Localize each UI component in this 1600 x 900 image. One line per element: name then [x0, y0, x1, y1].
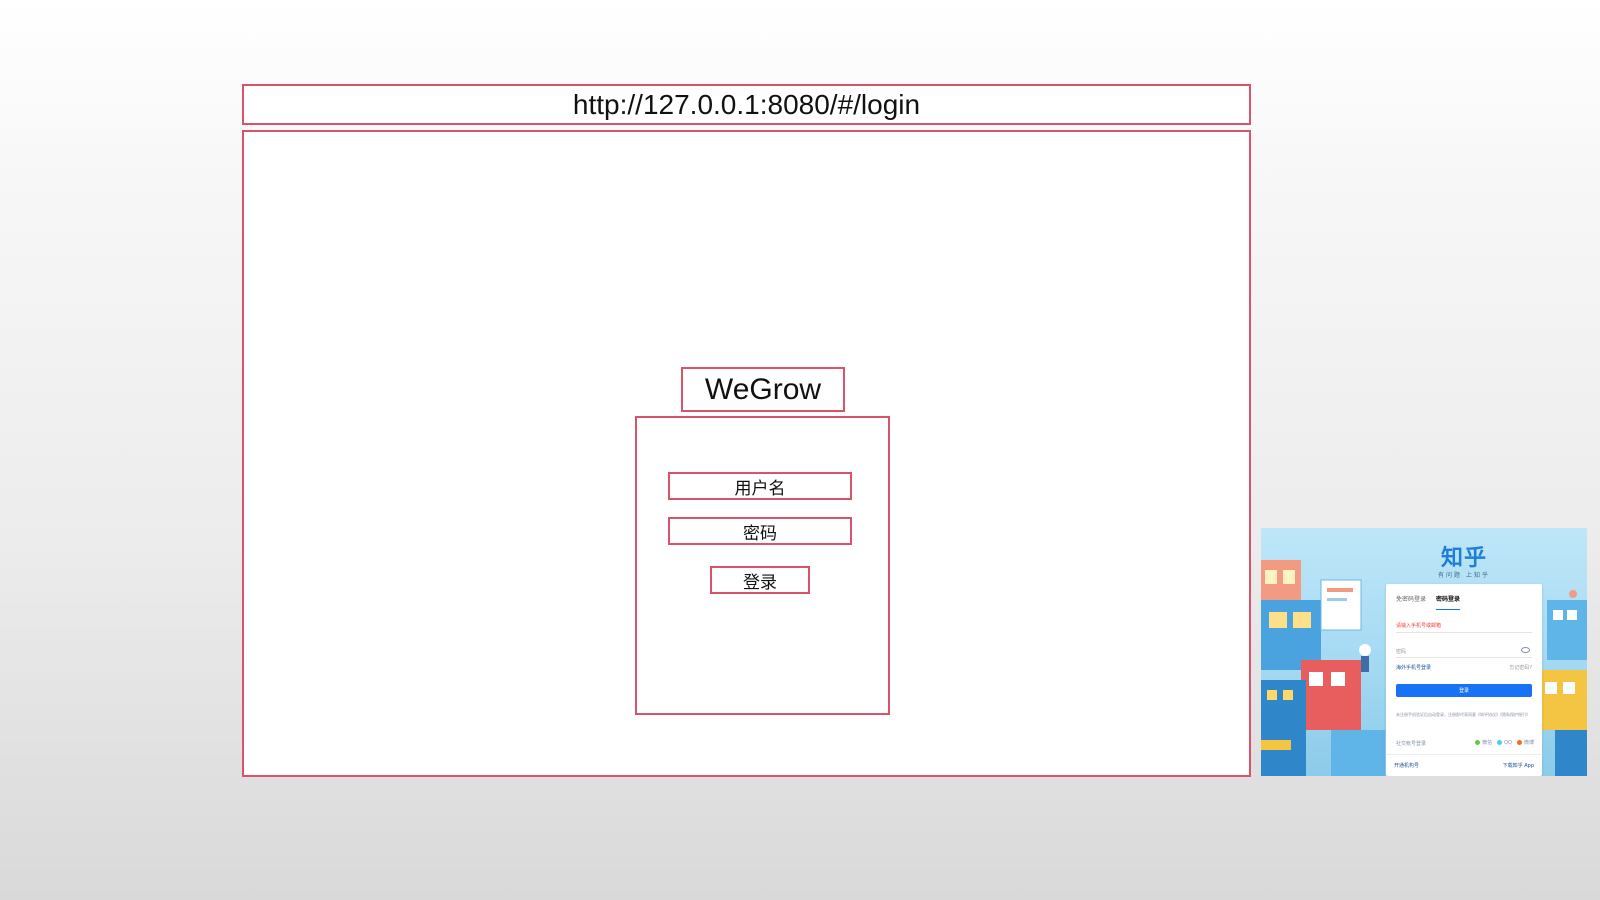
weibo-icon [1516, 740, 1522, 745]
reference-tabs: 免密码登录 密码登录 [1396, 594, 1461, 610]
reference-footer-left: 开通机构号 [1394, 763, 1420, 769]
qq-label: QQ [1504, 739, 1512, 746]
zhihu-slogan: 有问题 上知乎 [1438, 572, 1490, 579]
password-label: 密码 [743, 523, 777, 544]
wechat-option: 微信 [1475, 739, 1492, 746]
weibo-label: 微博 [1523, 740, 1534, 746]
wechat-label: 微信 [1482, 740, 1493, 746]
url-text: http://127.0.0.1:8080/#/login [572, 88, 921, 120]
reference-login-button-label: 登录 [1458, 688, 1469, 694]
tab-sms-login: 免密码登录 [1396, 596, 1427, 603]
login-panel [635, 416, 890, 715]
reference-error-text: 请输入手机号或邮箱 [1396, 623, 1442, 629]
username-field[interactable]: 用户名 [668, 472, 852, 500]
login-button[interactable]: 登录 [710, 566, 810, 594]
login-button-label: 登录 [743, 572, 777, 593]
brand-title: WeGrow [681, 367, 845, 412]
reference-divider [1396, 657, 1532, 658]
reference-thumbnail: 知乎 有问题 上知乎 免密码登录 密码登录 请输入手机号或邮箱 密码 海外手机号… [1261, 528, 1587, 776]
zhihu-logo: 知乎 [1440, 546, 1487, 571]
reference-divider [1396, 632, 1532, 633]
city-illustration-right [1537, 590, 1587, 776]
reference-agreement: 未注册手机验证后自动登录，注册即代表同意《知乎协议》《隐私保护指引》 [1396, 712, 1530, 717]
reference-footer-right: 下载知乎 App [1502, 763, 1534, 769]
reference-login-card: 免密码登录 密码登录 请输入手机号或邮箱 密码 海外手机号登录 忘记密码? 登录… [1386, 584, 1542, 776]
tab-password-login: 密码登录 [1436, 594, 1461, 610]
weibo-option: 微博 [1516, 739, 1534, 746]
qq-icon [1497, 739, 1503, 745]
url-bar[interactable]: http://127.0.0.1:8080/#/login [242, 84, 1251, 125]
brand-text: WeGrow [704, 372, 822, 406]
reference-social-icons: 微信 QQ 微博 [1475, 739, 1534, 746]
city-illustration-left [1261, 560, 1385, 776]
wechat-icon [1475, 740, 1481, 745]
reference-overseas-login: 海外手机号登录 [1396, 665, 1432, 671]
qq-option: QQ [1497, 739, 1512, 746]
reference-login-button: 登录 [1396, 684, 1532, 697]
username-label: 用户名 [734, 478, 786, 499]
eye-icon [1521, 647, 1530, 653]
reference-password-placeholder: 密码 [1396, 649, 1407, 655]
reference-forgot-password: 忘记密码? [1509, 665, 1532, 671]
reference-footer: 开通机构号 下载知乎 App [1386, 754, 1542, 776]
reference-social-label: 社交帐号登录 [1396, 741, 1427, 747]
password-field[interactable]: 密码 [668, 517, 852, 545]
